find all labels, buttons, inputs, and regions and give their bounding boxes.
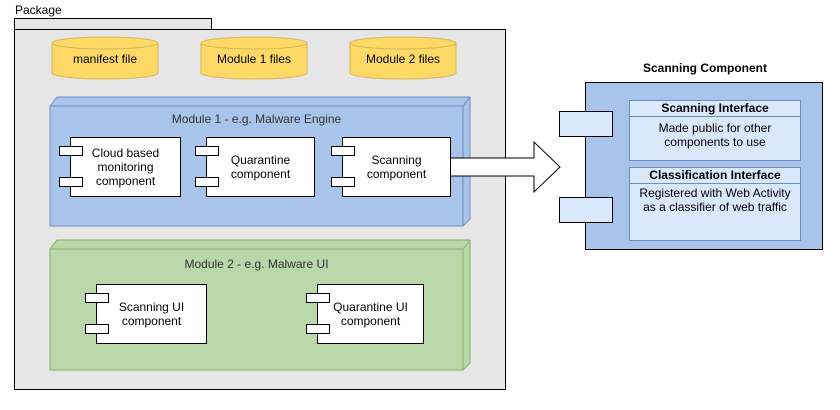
component-port [195, 177, 219, 187]
package-tab [14, 18, 212, 30]
interface-desc-line: components to use [664, 135, 766, 149]
component-port [331, 177, 355, 187]
classification-interface-title: Classification Interface [630, 168, 800, 184]
interface-port [559, 111, 613, 137]
interface-port [559, 197, 613, 223]
component-label-line: component [340, 314, 401, 328]
component-label-line: component [121, 314, 182, 328]
scanning-interface: Scanning Interface Made public for other… [629, 100, 801, 161]
scanning-component-box: Scanning component [342, 137, 451, 197]
component-port [331, 146, 355, 156]
component-port [306, 293, 330, 303]
component-port [85, 324, 109, 334]
component-label-line: Scanning [371, 153, 422, 167]
component-label-line: component [230, 167, 291, 181]
cloud-monitoring-component: Cloud based monitoring component [70, 137, 181, 197]
classification-interface: Classification Interface Registered with… [629, 167, 801, 241]
component-label-line: Scanning UI [118, 300, 185, 314]
quarantine-component: Quarantine component [206, 137, 315, 197]
scanning-ui-component: Scanning UI component [96, 284, 207, 344]
quarantine-ui-component: Quarantine UI component [317, 284, 424, 344]
module2-files-cylinder [349, 36, 457, 80]
component-port [59, 177, 83, 187]
component-label-line: monitoring [97, 160, 154, 174]
module1-files-cylinder [200, 36, 308, 80]
module1-title: Module 1 - e.g. Malware Engine [171, 112, 342, 126]
component-label-line: Quarantine UI [333, 300, 408, 314]
component-label-line: component [366, 167, 427, 181]
component-label-line: Quarantine [230, 153, 291, 167]
manifest-file-label: manifest file [72, 52, 138, 66]
interface-desc-line: Made public for other [658, 121, 772, 135]
manifest-file-cylinder [51, 36, 159, 80]
component-label-line: component [95, 174, 156, 188]
interface-desc-line: Registered with Web Activity [639, 186, 791, 200]
component-port [195, 146, 219, 156]
package-title: Package [15, 3, 62, 17]
module2-files-label: Module 2 files [365, 52, 441, 66]
component-port [85, 293, 109, 303]
module2-title: Module 2 - e.g. Malware UI [184, 257, 329, 271]
exposes-arrow [449, 140, 561, 194]
module1-files-label: Module 1 files [216, 52, 292, 66]
component-label-line: Cloud based [91, 146, 160, 160]
component-port [59, 146, 83, 156]
interface-desc-line: as a classifier of web traffic [643, 200, 787, 214]
scanning-component-title: Scanning Component [643, 61, 767, 75]
component-port [306, 324, 330, 334]
scanning-interface-title: Scanning Interface [630, 101, 800, 117]
